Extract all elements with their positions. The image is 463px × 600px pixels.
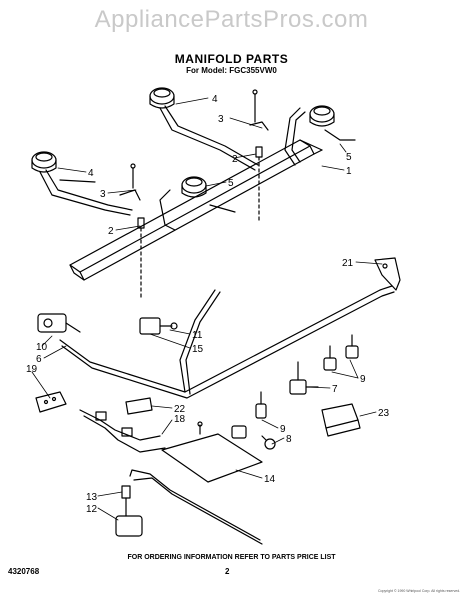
callout-2b: 2 xyxy=(108,226,114,237)
watermark: AppliancePartsPros.com xyxy=(94,6,369,33)
burner-rear-left xyxy=(149,87,259,171)
callout-8: 8 xyxy=(286,434,292,445)
callout-2a: 2 xyxy=(232,154,238,165)
bracket xyxy=(374,257,401,291)
burner-rear-right xyxy=(284,105,356,166)
burner-valve-11 xyxy=(139,317,178,335)
pressure-regulator xyxy=(37,313,81,333)
callout-5a: 5 xyxy=(346,152,352,163)
valve-9-center xyxy=(231,391,267,439)
burner-front-right xyxy=(159,176,236,231)
spark-igniter xyxy=(35,391,67,413)
document-number: 4320768 xyxy=(8,567,40,576)
callout-5b: 5 xyxy=(228,178,234,189)
model-line: For Model: FGC355VW0 xyxy=(186,66,277,75)
heat-shield xyxy=(161,421,263,483)
callout-18: 18 xyxy=(174,414,186,425)
callout-10: 10 xyxy=(36,342,48,353)
mounting-bracket-22 xyxy=(125,397,153,415)
valve-9-right xyxy=(323,334,359,371)
burner-front-left xyxy=(31,151,133,216)
burner-valve-7 xyxy=(289,361,319,395)
callout-14: 14 xyxy=(264,474,276,485)
callout-3b: 3 xyxy=(100,189,106,200)
page-number: 2 xyxy=(225,567,230,576)
leader-lines xyxy=(31,97,383,521)
spark-module xyxy=(321,403,361,437)
callout-4a: 4 xyxy=(212,94,218,105)
callout-22: 22 xyxy=(174,404,186,415)
callout-13: 13 xyxy=(86,492,98,503)
callout-15: 15 xyxy=(192,344,204,355)
ordering-instruction: FOR ORDERING INFORMATION REFER TO PARTS … xyxy=(127,554,336,561)
manifold-rail xyxy=(69,139,323,281)
callout-11: 11 xyxy=(192,330,203,341)
orifice-hoods xyxy=(137,146,263,301)
screws xyxy=(119,89,269,201)
callout-7: 7 xyxy=(332,384,338,395)
callout-4b: 4 xyxy=(88,168,94,179)
callout-21: 21 xyxy=(342,258,354,269)
callout-3a: 3 xyxy=(218,114,224,125)
callout-19: 19 xyxy=(26,364,38,375)
callout-23: 23 xyxy=(378,408,390,419)
page-title: MANIFOLD PARTS xyxy=(174,52,289,66)
callout-9a: 9 xyxy=(360,374,366,385)
oven-orifice xyxy=(115,469,263,545)
callout-1: 1 xyxy=(346,166,352,177)
wire-harness xyxy=(79,409,166,453)
callout-12: 12 xyxy=(86,504,98,515)
valve-8 xyxy=(261,435,276,450)
callout-labels: 1 2 2 3 3 4 4 5 5 6 7 8 9 9 10 11 12 13 … xyxy=(26,94,390,515)
copyright-notice: Copyright © 1990 Whirlpool Corp. All rig… xyxy=(378,589,461,593)
callout-6: 6 xyxy=(36,354,42,365)
callout-9b: 9 xyxy=(280,424,286,435)
gas-manifold-pipe xyxy=(59,285,395,399)
